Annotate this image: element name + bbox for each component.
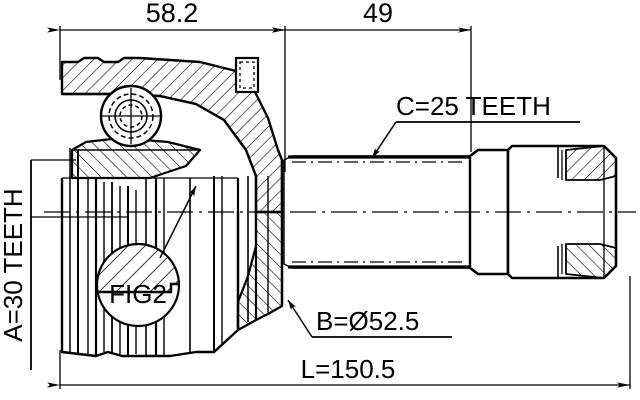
snap-ring-groove-inner <box>239 61 255 89</box>
snap-ring-groove-outline <box>234 56 260 94</box>
dim-L-text: L=150.5 <box>301 354 396 384</box>
dim-58-2-text: 58.2 <box>146 0 199 28</box>
detail-view-contents <box>97 244 179 294</box>
callout-c-label: C=25 TEETH <box>396 91 551 121</box>
shaft-end-chamfer-upper <box>565 145 617 181</box>
callout-b-diameter: B=Ø52.5 <box>287 299 452 338</box>
callout-b-label: B=Ø52.5 <box>316 306 419 336</box>
dimension-overall-length: L=150.5 <box>47 276 631 389</box>
detail-view-label: FIG2 <box>109 279 167 309</box>
detail-view-fig2-group: FIG2 <box>95 185 197 328</box>
callout-a-30-teeth: A=30 TEETH <box>0 159 128 370</box>
callout-c-25-teeth: C=25 TEETH <box>371 91 580 159</box>
callout-b-leader <box>287 299 313 338</box>
dimension-58-2: 58.2 <box>47 0 286 172</box>
callout-c-leader <box>371 121 397 159</box>
dim-49-text: 49 <box>363 0 393 28</box>
dimension-49: 49 <box>272 0 472 152</box>
detail-view-leader <box>159 185 197 259</box>
outer-housing-lower-section <box>236 210 284 332</box>
housing-lower-wall <box>236 210 284 332</box>
detail-step-profile <box>97 282 179 294</box>
snap-ring-groove <box>234 56 260 94</box>
ball-bearing-upper <box>99 84 163 148</box>
shaft-end-chamfer-lower <box>565 243 617 279</box>
callout-a-label: A=30 TEETH <box>0 188 28 341</box>
detail-hatch-region <box>97 244 179 292</box>
